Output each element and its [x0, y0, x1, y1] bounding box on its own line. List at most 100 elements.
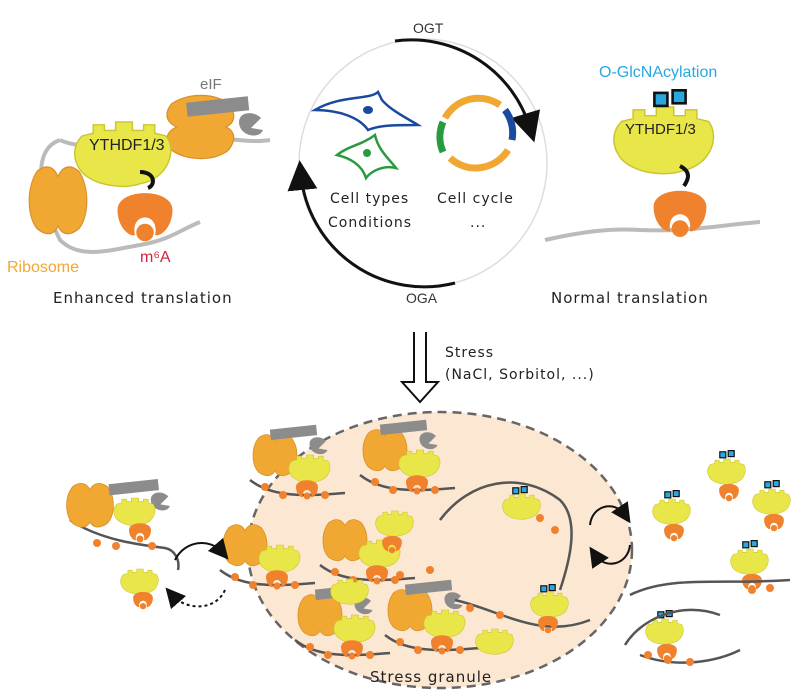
o-glcnac-icon: [664, 490, 680, 499]
exchange-arrow-right: [589, 501, 631, 526]
enhanced-translation-illustration: [28, 94, 271, 254]
mrna-strand: [219, 569, 316, 587]
mrna-strand: [69, 518, 180, 571]
m6a-site: [389, 486, 397, 494]
eif-label: eIF: [200, 76, 222, 93]
m6a-binder-icon: [129, 523, 151, 543]
m6a-site: [664, 656, 672, 664]
m6a-site: [371, 478, 379, 486]
ogt-arrow: [394, 38, 540, 143]
m6a-site: [112, 542, 120, 550]
m6a-site: [456, 646, 464, 654]
o-glcnac-icon: [719, 450, 735, 459]
m6a-site: [148, 542, 156, 550]
m6a-label: m⁶A: [140, 249, 171, 266]
stress-arrow: [399, 332, 441, 404]
m6a-site: [396, 638, 404, 646]
m6a-site: [431, 486, 439, 494]
o-glcnac-icon: [742, 539, 758, 549]
m6a-binder-icon: [764, 513, 784, 532]
m6a-binder-icon: [133, 591, 153, 610]
stress-granule-label: Stress granule: [370, 668, 492, 686]
mrna-strand: [629, 578, 791, 597]
ythdf-label: YTHDF1/3: [89, 137, 165, 154]
ythdf-reader-icon: [613, 106, 715, 175]
o-glcnac-icon: [764, 480, 780, 489]
ogt-label: OGT: [413, 20, 444, 36]
m6a-site: [376, 566, 384, 574]
ythdf-reader-icon: [645, 618, 684, 645]
stress-label: Stress: [445, 345, 494, 361]
stress-conditions-label: (NaCl, Sorbitol, ...): [445, 367, 595, 383]
ellipsis-label: ...: [470, 215, 486, 231]
m6a-site: [93, 539, 101, 547]
m6a-site: [748, 586, 756, 594]
ythdf-reader-icon: [120, 568, 159, 595]
m6a-site: [249, 581, 257, 589]
mrna-strand: [249, 479, 346, 497]
ribosome-label: Ribosome: [7, 259, 79, 276]
oga-arrow: [287, 160, 456, 289]
exchange-arrow-right-2: [589, 544, 631, 569]
m6a-site: [279, 491, 287, 499]
mrna-strand: [359, 474, 456, 492]
mrna-strand: [623, 608, 721, 646]
mrna-strand: [639, 648, 741, 664]
m6a-binder-icon: [664, 523, 684, 542]
cell-cycle-icon: [436, 94, 517, 172]
ythdf-reader-icon: [752, 488, 791, 515]
enhanced-translation-caption: Enhanced translation: [53, 289, 233, 307]
m6a-binder-icon: [719, 483, 739, 502]
m6a-site: [686, 658, 694, 666]
m6a-site: [291, 581, 299, 589]
ribosome-icon: [28, 166, 88, 235]
regulation-cycle: [287, 38, 548, 289]
ythdf-reader-icon: [707, 458, 746, 485]
m6a-site: [644, 651, 652, 659]
normal-translation-illustration: [544, 89, 761, 242]
cell-icon-green: [334, 132, 400, 181]
m6a-site: [391, 576, 399, 584]
m6a-site: [551, 526, 559, 534]
m6a-site: [261, 483, 269, 491]
ythdf-reader-icon: [113, 497, 156, 526]
granule-contents: [219, 419, 591, 660]
normal-translation-caption: Normal translation: [551, 289, 709, 307]
m6a-site: [766, 584, 774, 592]
linker: [139, 170, 155, 190]
ythdf-reader-icon: [73, 121, 172, 188]
cell-icon-blue: [310, 89, 423, 132]
exchange-arrow-left-dotted: [165, 587, 226, 610]
m6a-site: [366, 651, 374, 659]
mrna-strand: [294, 639, 391, 657]
m6a-site: [306, 643, 314, 651]
m6a-site: [396, 571, 404, 579]
ythdf-reader-icon: [730, 548, 769, 575]
m6a-binder-icon: [117, 193, 173, 242]
conditions-label: Conditions: [328, 215, 412, 231]
ribosome-icon: [66, 482, 114, 528]
o-glcnac-icon: [653, 89, 687, 108]
m6a-site: [231, 573, 239, 581]
m6a-site: [426, 566, 434, 574]
m6a-site: [466, 604, 474, 612]
ythdf-label-right: YTHDF1/3: [625, 121, 696, 138]
m6a-site: [321, 491, 329, 499]
cell-cycle-label: Cell cycle: [437, 191, 514, 207]
mrna-strand: [544, 220, 761, 242]
mrna-strand: [384, 634, 481, 652]
m6a-site: [414, 646, 422, 654]
free-complexes: [66, 450, 791, 666]
mrna-strand: [439, 481, 573, 591]
linker: [678, 164, 690, 188]
cell-types-label: Cell types: [330, 191, 409, 207]
exchange-arrow-left: [174, 537, 229, 561]
o-glcnacylation-label: O-GlcNAcylation: [599, 64, 717, 81]
m6a-site: [331, 568, 339, 576]
m6a-site: [496, 611, 504, 619]
oga-label: OGA: [406, 290, 438, 306]
m6a-site: [324, 651, 332, 659]
m6a-site: [536, 514, 544, 522]
